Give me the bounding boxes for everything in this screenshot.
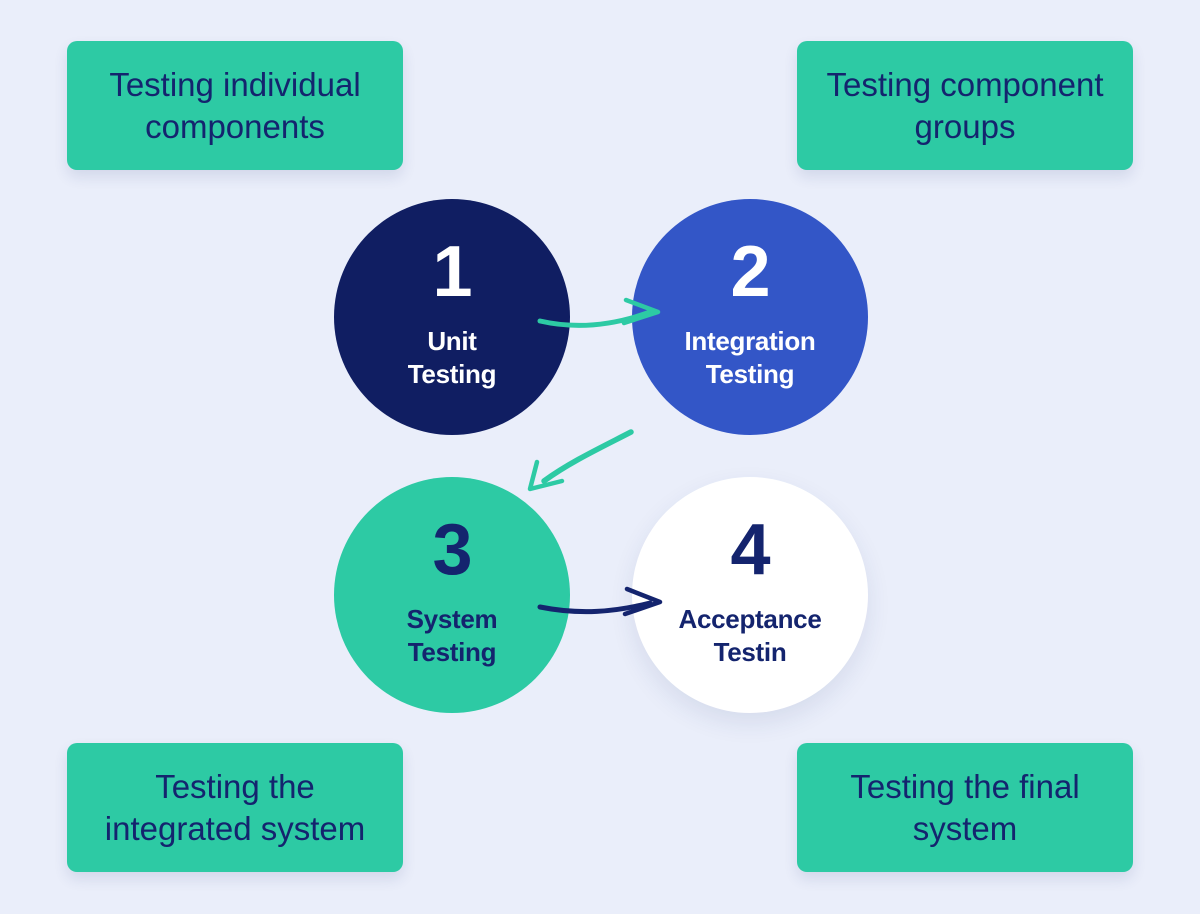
step-label: Acceptance Testin (679, 603, 822, 669)
step-circle-unit-testing: 1 Unit Testing (334, 199, 570, 435)
callout-text: Testing the integrated system (104, 767, 366, 847)
step-label: Integration Testing (684, 325, 815, 391)
step-number: 4 (730, 509, 770, 590)
step-circle-system-testing: 3 System Testing (334, 477, 570, 713)
callout-testing-final-system: Testing the final system (797, 743, 1133, 872)
step-label-line1: Integration (684, 325, 816, 356)
step-label-line1: Acceptance (678, 603, 822, 634)
step-circle-integration-testing: 2 Integration Testing (632, 199, 868, 435)
callout-testing-individual-components: Testing individual components (67, 41, 403, 170)
callout-text: Testing component groups (826, 65, 1104, 145)
step-number: 2 (730, 231, 770, 312)
arrow-2-to-3-icon (527, 429, 634, 492)
step-number: 1 (432, 231, 472, 312)
step-label: Unit Testing (407, 325, 497, 391)
callout-text: Testing individual components (109, 65, 361, 145)
step-number: 3 (432, 509, 472, 590)
step-label: System Testing (407, 603, 498, 669)
callout-testing-integrated-system: Testing the integrated system (67, 743, 403, 872)
step-label-line2: Testing (705, 358, 795, 389)
step-label-line2: Testing (407, 636, 497, 667)
callout-testing-component-groups: Testing component groups (797, 41, 1133, 170)
step-label-line1: System (406, 603, 498, 634)
step-label-line2: Testin (713, 636, 787, 667)
step-circle-acceptance-testing: 4 Acceptance Testin (632, 477, 868, 713)
step-label-line1: Unit (427, 325, 477, 356)
step-label-line2: Testing (407, 358, 497, 389)
callout-text: Testing the final system (850, 767, 1080, 847)
